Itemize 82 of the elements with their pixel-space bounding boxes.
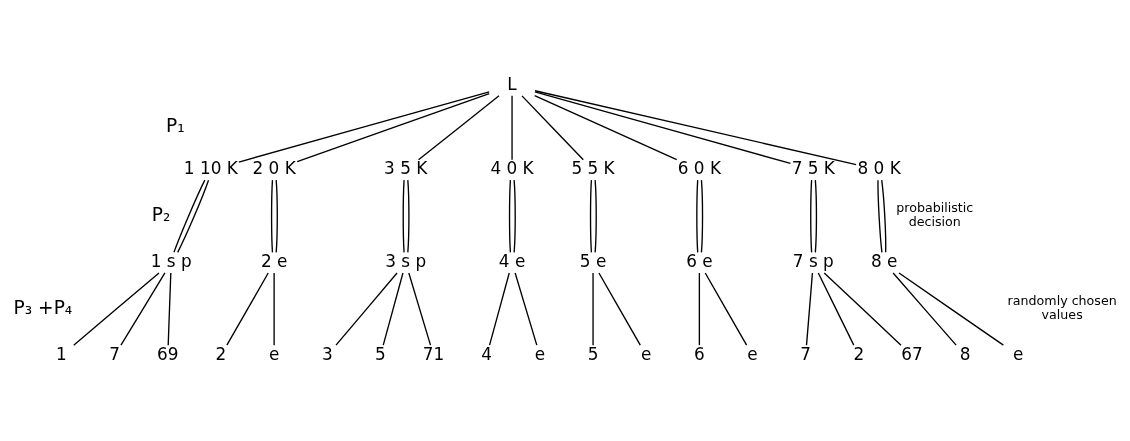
- node-text: 8 0 K: [857, 158, 901, 179]
- node-text: 5 e: [579, 250, 607, 271]
- node-text: 5 5 K: [571, 158, 615, 179]
- node-text: 2 0 K: [252, 158, 296, 179]
- connector: [408, 272, 432, 346]
- node-text: e: [1013, 343, 1024, 364]
- connector: [513, 179, 516, 254]
- connector: [877, 179, 883, 254]
- connector: [167, 272, 172, 346]
- connector: [417, 95, 500, 161]
- connector: [698, 272, 701, 346]
- node-text: 6: [694, 343, 705, 364]
- connector: [273, 272, 275, 346]
- connector: [814, 179, 818, 254]
- connector: [592, 272, 594, 346]
- connector: [533, 95, 678, 161]
- connector: [534, 91, 792, 165]
- node-text: e: [747, 343, 758, 364]
- node-text: 3 s p: [385, 250, 427, 271]
- connector: [296, 92, 490, 163]
- node-text: 4: [481, 343, 493, 364]
- connector: [823, 272, 902, 346]
- connector: [488, 272, 510, 346]
- node-text: 2: [215, 343, 227, 364]
- node-text: e: [641, 343, 652, 364]
- node-text: 1 10 K: [183, 158, 238, 179]
- connector: [521, 95, 584, 161]
- node-text: e: [268, 343, 280, 364]
- node-text: 8 e: [870, 250, 898, 271]
- node-text: 3 5 K: [384, 158, 428, 179]
- node-text: 6 e: [686, 250, 713, 271]
- connector: [805, 272, 814, 346]
- node-text: L: [507, 73, 517, 94]
- label: randomly chosen values: [1007, 292, 1117, 323]
- connector: [508, 179, 512, 254]
- node-text: 5: [375, 343, 386, 364]
- connector: [73, 272, 160, 346]
- connector: [594, 179, 597, 254]
- connector: [382, 272, 404, 346]
- node-text: 3: [321, 343, 333, 364]
- node-text: 67: [901, 343, 923, 364]
- connector: [700, 179, 704, 254]
- connector: [407, 179, 410, 254]
- label: P₃ +P₄: [13, 296, 73, 318]
- connector: [589, 179, 593, 254]
- node-text: 2: [853, 343, 865, 364]
- node-text: 1: [56, 343, 67, 364]
- connector: [270, 179, 274, 254]
- node-text: 6 0 K: [677, 158, 721, 179]
- node-text: 69: [157, 343, 179, 364]
- connector: [817, 272, 855, 346]
- connector: [598, 272, 641, 346]
- node-text: 2 e: [260, 250, 288, 271]
- node-text: 4 0 K: [490, 158, 534, 179]
- connector: [511, 95, 513, 161]
- connector: [514, 272, 538, 346]
- connector: [704, 272, 748, 346]
- connector: [898, 272, 1005, 346]
- label: P₂: [151, 204, 171, 226]
- node-text: 8: [959, 343, 971, 364]
- connector: [534, 90, 857, 166]
- connector: [226, 272, 269, 346]
- label: P₁: [166, 115, 185, 137]
- node-text: 4 e: [498, 250, 526, 271]
- node-text: 7: [109, 343, 121, 364]
- connector: [810, 179, 813, 254]
- connector: [120, 272, 166, 346]
- connector: [881, 179, 887, 254]
- node-text: e: [534, 343, 546, 364]
- connector: [402, 179, 405, 254]
- node-text: 5: [587, 343, 599, 364]
- connector: [275, 179, 278, 254]
- connector: [335, 272, 398, 346]
- node-text: 7 s p: [792, 250, 834, 271]
- connector: [696, 179, 699, 254]
- node-text: 1 s p: [150, 250, 192, 271]
- connector: [238, 91, 490, 163]
- node-text: 7 5 K: [791, 158, 835, 179]
- label: probabilistic decision: [896, 200, 974, 230]
- connector: [892, 272, 957, 346]
- node-text: 71: [422, 343, 445, 364]
- node-text: 7: [800, 343, 812, 364]
